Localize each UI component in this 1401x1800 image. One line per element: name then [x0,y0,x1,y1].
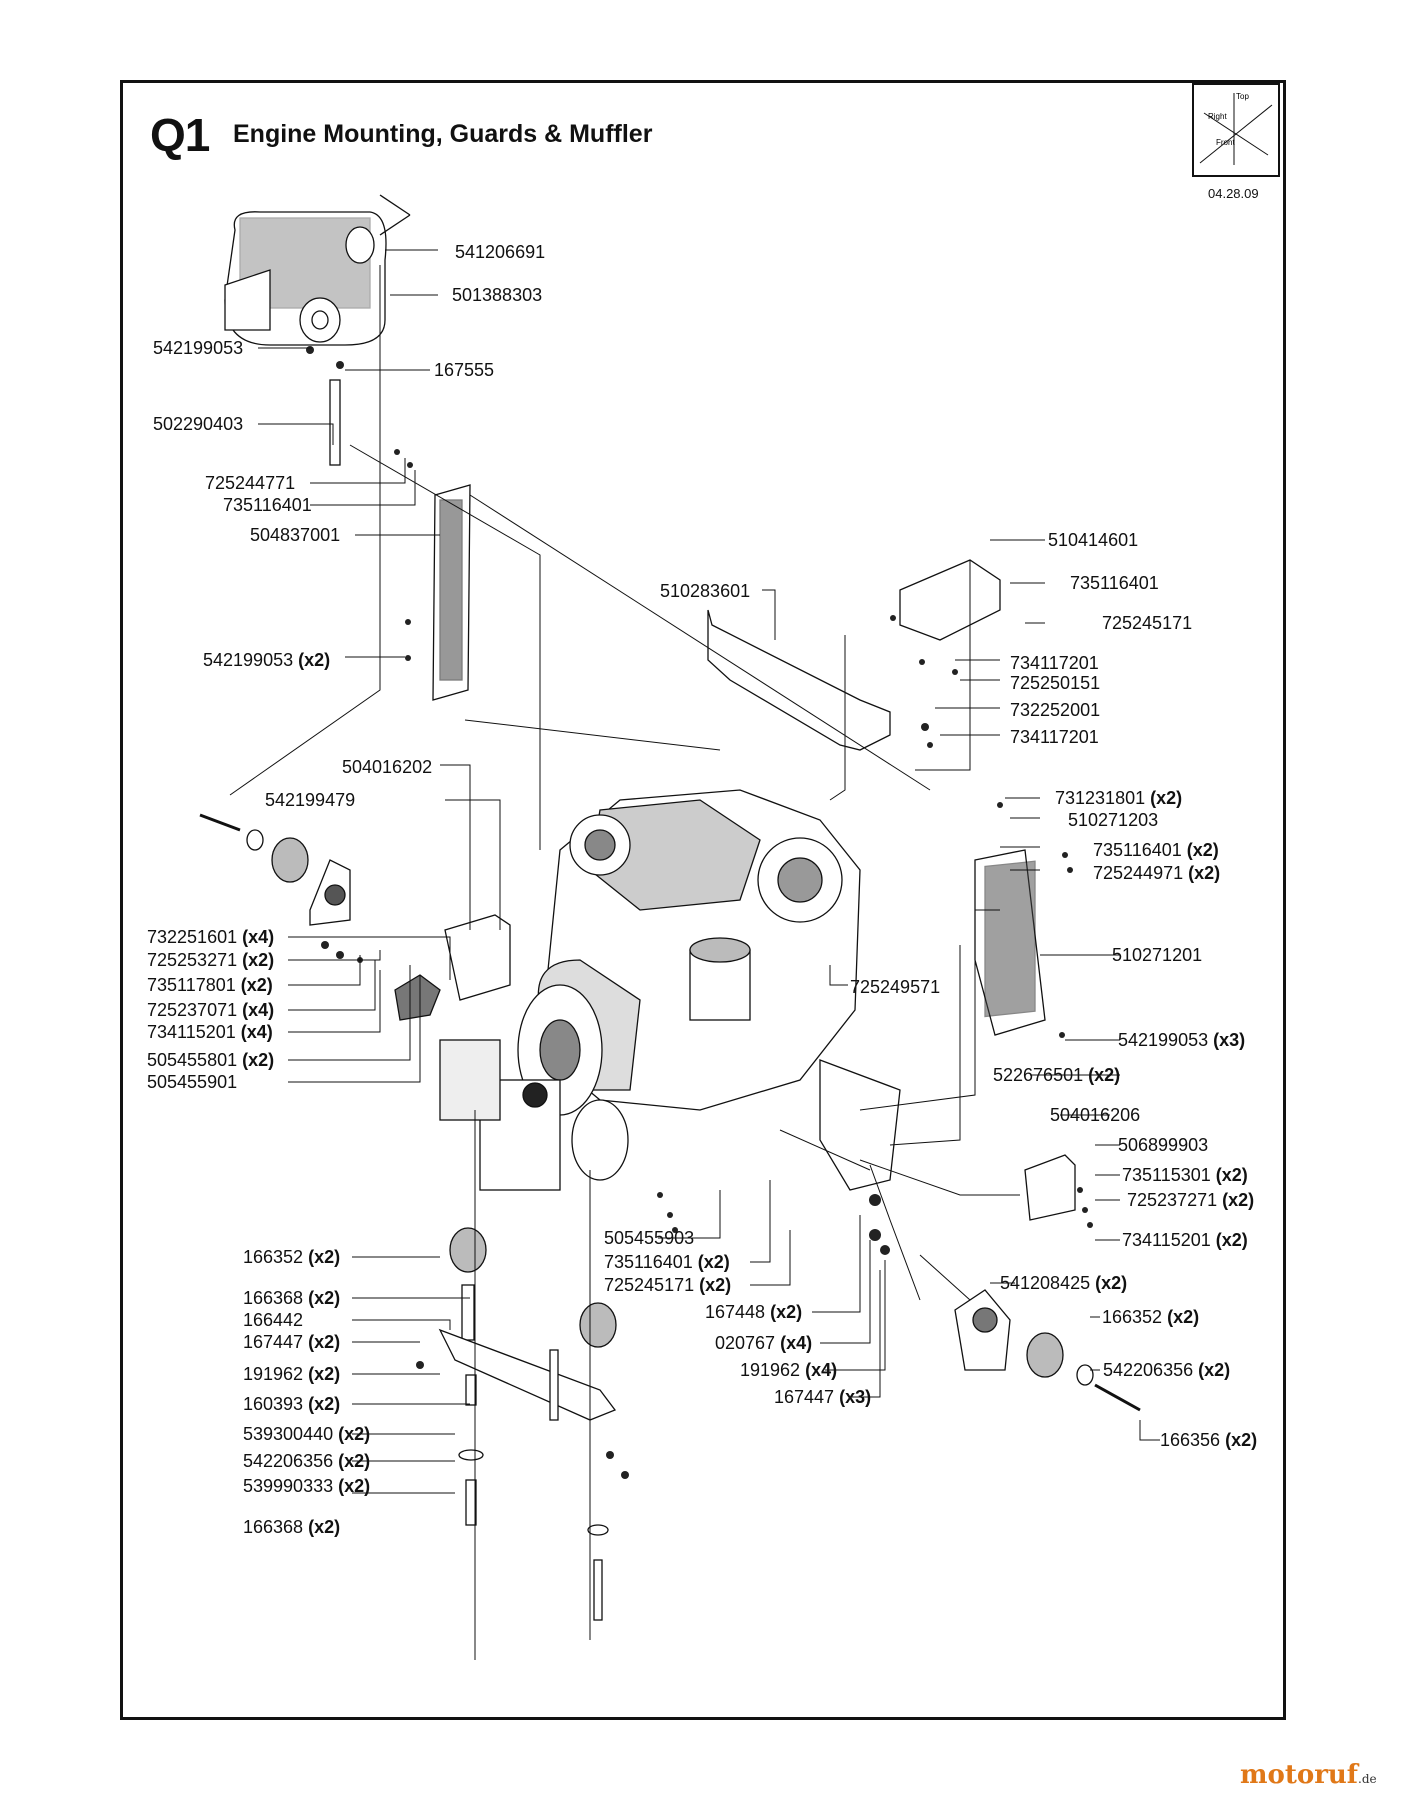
callout-166352-a: 166352 (x2) [243,1247,341,1267]
callout-542199053-x2: 542199053 (x2) [203,650,331,670]
callout-734117201-a: 734117201 [1010,653,1099,673]
callout-166356: 166356 (x2) [1160,1430,1258,1450]
callout-505455901: 505455901 [147,1072,238,1092]
callout-735116401-b: 735116401 [1070,573,1159,593]
callout-510414601: 510414601 [1048,530,1139,550]
callout-732252001: 732252001 [1010,700,1101,720]
right-guard-drawing [974,849,1046,1036]
callout-725250151: 725250151 [1010,673,1101,693]
callout-735116401-x2-b: 735116401 (x2) [604,1252,730,1272]
callout-510271201: 510271201 [1112,945,1203,965]
callout-506899903: 506899903 [1118,1135,1209,1155]
right-mount-drawing [954,1289,1141,1412]
callout-505455903: 505455903 [604,1228,695,1248]
callout-166368-b: 166368 (x2) [243,1517,341,1537]
orientation-front-label: Front [1216,138,1235,147]
callout-541208425: 541208425 (x2) [1000,1273,1128,1293]
callout-725245171-x2: 725245171 (x2) [604,1275,732,1295]
engine-drawing [439,789,861,1191]
callout-160393: 160393 (x2) [243,1394,341,1414]
callout-542199053-x3: 542199053 (x3) [1118,1030,1246,1050]
callout-501388303: 501388303 [452,285,543,305]
callout-725237071: 725237071 (x4) [147,1000,275,1020]
section-code: Q1 [150,109,210,161]
callout-539300440: 539300440 (x2) [243,1424,371,1444]
callout-191962-x2: 191962 (x2) [243,1364,341,1384]
callout-735116401-x2: 735116401 (x2) [1093,840,1219,860]
callout-734115201-x2: 734115201 (x2) [1122,1230,1248,1250]
callout-502290403: 502290403 [153,414,244,434]
callout-542206356-b: 542206356 (x2) [243,1451,371,1471]
diagram-title: Engine Mounting, Guards & Muffler [233,120,653,148]
callout-167447-x2: 167447 (x2) [243,1332,341,1352]
callout-725245171: 725245171 [1102,613,1193,633]
callout-735115301: 735115301 (x2) [1122,1165,1248,1185]
callout-020767: 020767 (x4) [715,1333,813,1353]
orientation-top-label: Top [1236,92,1249,101]
callout-734117201-b: 734117201 [1010,727,1099,747]
callout-725237271: 725237271 (x2) [1127,1190,1255,1210]
callout-510283601: 510283601 [660,581,751,601]
diagram-frame [120,80,1286,1720]
callout-191962-x4: 191962 (x4) [740,1360,838,1380]
callout-167447-x3: 167447 (x3) [774,1387,872,1407]
callout-542199479: 542199479 [265,790,356,810]
callout-731231801: 731231801 (x2) [1055,788,1183,808]
callout-734115201-x4: 734115201 (x4) [147,1022,273,1042]
callout-166368-a: 166368 (x2) [243,1288,341,1308]
callout-542206356-a: 542206356 (x2) [1103,1360,1231,1380]
callout-735116401-a: 735116401 [223,495,312,515]
callout-166442: 166442 [243,1310,304,1330]
callout-167555: 167555 [434,360,495,380]
revision-date: 04.28.09 [1208,186,1259,201]
callout-504837001: 504837001 [250,525,341,545]
callout-510271203: 510271203 [1068,810,1159,830]
callout-725249571: 725249571 [850,977,941,997]
left-guard-drawing [432,484,471,701]
callout-539990333: 539990333 (x2) [243,1476,371,1496]
left-mount-drawing [199,813,351,926]
callout-725244771: 725244771 [205,473,296,493]
muffler-drawing [224,194,411,346]
callout-504016206: 504016206 [1050,1105,1141,1125]
callout-166352-b: 166352 (x2) [1102,1307,1200,1327]
callout-542199053: 542199053 [153,338,244,358]
callout-167448: 167448 (x2) [705,1302,803,1322]
lower-mount-drawing [438,1227,617,1621]
callout-735117801: 735117801 (x2) [147,975,273,995]
callout-725244971: 725244971 (x2) [1093,863,1221,883]
callout-725253271: 725253271 (x2) [147,950,275,970]
callout-505455801: 505455801 (x2) [147,1050,275,1070]
brand-logo: motoruf.de [1240,1760,1377,1790]
orientation-indicator: Top Right Front [1192,83,1280,177]
callout-522676501: 522676501 (x2) [993,1065,1121,1085]
orientation-right-label: Right [1208,112,1227,121]
callout-732251601: 732251601 (x4) [147,927,275,947]
callout-541206691: 541206691 [455,242,546,262]
callout-504016202: 504016202 [342,757,433,777]
